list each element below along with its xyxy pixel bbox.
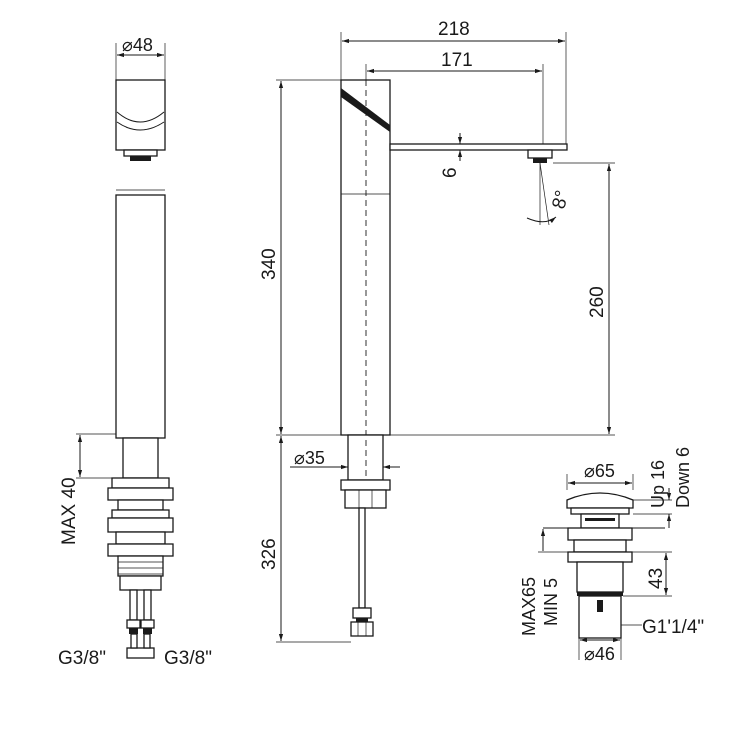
side-view: 218 171 6 8° 340 260: [259, 19, 615, 643]
front-view: ⌀48: [58, 35, 212, 669]
spout-reach-label: 171: [441, 50, 473, 71]
max-deck-label: MAX 40: [59, 477, 80, 545]
spout-thickness-label: 6: [440, 167, 461, 178]
shank-diameter-label: ⌀35: [294, 448, 325, 468]
waste-min-label: MIN 5: [541, 578, 561, 626]
spray-angle-label: 8°: [549, 188, 574, 211]
waste-cap-diameter-label: ⌀65: [584, 461, 615, 481]
waste-body-diameter-label: ⌀46: [584, 644, 615, 664]
overall-reach-label: 218: [438, 19, 470, 40]
inlet-right-label: G3/8": [164, 648, 212, 669]
spout-diameter-label: ⌀48: [122, 35, 153, 55]
inlet-left-label: G3/8": [58, 648, 106, 669]
waste-view: ⌀65 Up 16 Down 6 43 MAX65 MIN 5: [519, 447, 704, 664]
thread-hatch: [118, 561, 163, 575]
waste-up-label: Up 16: [648, 460, 668, 508]
waste-thread-label: G1'1/4": [642, 617, 704, 638]
tail-length-label: 326: [259, 538, 280, 570]
waste-down-label: Down 6: [673, 447, 693, 508]
waste-max-label: MAX65: [519, 577, 539, 636]
waste-height-label: 43: [646, 568, 667, 589]
outlet-height-label: 260: [587, 286, 608, 318]
total-height-label: 340: [259, 248, 280, 280]
